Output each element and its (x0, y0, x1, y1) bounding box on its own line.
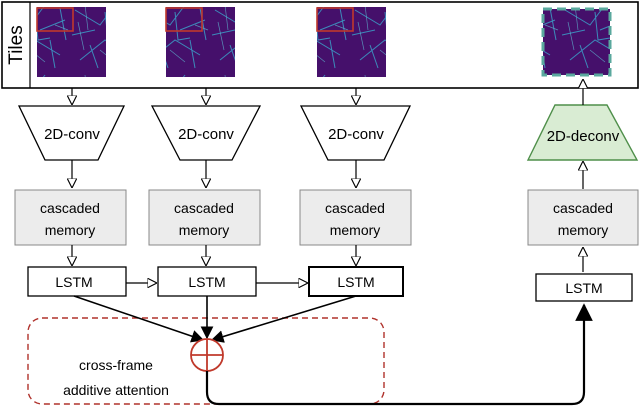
conv-block-3 (299, 105, 412, 161)
memory-block-1 (14, 189, 127, 246)
connector-lstm-1-to-attention (73, 295, 205, 343)
lstm-label-1: LSTM (55, 274, 92, 290)
tile-image-1 (36, 7, 106, 77)
lstm-block-decoder (535, 273, 633, 302)
memory-label-3b: memory (330, 222, 381, 238)
conv-block-2 (150, 105, 262, 161)
conv-label-1: 2D-conv (44, 126, 100, 143)
connector-lstm-3-to-attention (210, 295, 357, 343)
output-tile-dashed-border (541, 7, 612, 77)
memory-label-2b: memory (179, 222, 230, 238)
lstm-label-2: LSTM (188, 274, 225, 290)
memory-label-2a: cascaded (174, 200, 234, 216)
memory-label-decoder-a: cascaded (553, 200, 613, 216)
memory-label-1a: cascaded (40, 200, 100, 216)
tile-image-3 (316, 7, 386, 77)
memory-label-1b: memory (45, 222, 96, 238)
conv-block-1 (17, 105, 126, 161)
memory-block-2 (148, 189, 261, 246)
tile-highlight-3 (316, 7, 354, 32)
deconv-label: 2D-deconv (547, 128, 620, 145)
attention-region (27, 317, 385, 405)
tile-highlight-2 (165, 7, 203, 32)
memory-label-decoder-b: memory (558, 222, 609, 238)
tile-highlight-1 (36, 7, 74, 32)
lstm-label-decoder: LSTM (565, 280, 602, 296)
memory-block-3 (299, 189, 412, 246)
conv-label-3: 2D-conv (328, 126, 384, 143)
lstm-block-1 (27, 266, 127, 297)
tile-image-2 (165, 7, 235, 77)
attention-label-2: additive attention (63, 382, 169, 398)
lstm-label-3: LSTM (337, 274, 374, 290)
attention-sum-node (190, 338, 224, 372)
lstm-block-2 (157, 266, 257, 297)
connector-attention-to-decoder (205, 303, 593, 406)
attention-label-1: cross-frame (79, 357, 153, 373)
tiles-label: Tiles (6, 25, 27, 64)
memory-label-3a: cascaded (325, 200, 385, 216)
deconv-block (526, 104, 639, 161)
conv-label-2: 2D-conv (178, 126, 234, 143)
memory-block-decoder (527, 189, 639, 246)
tile-image-output (541, 7, 612, 77)
